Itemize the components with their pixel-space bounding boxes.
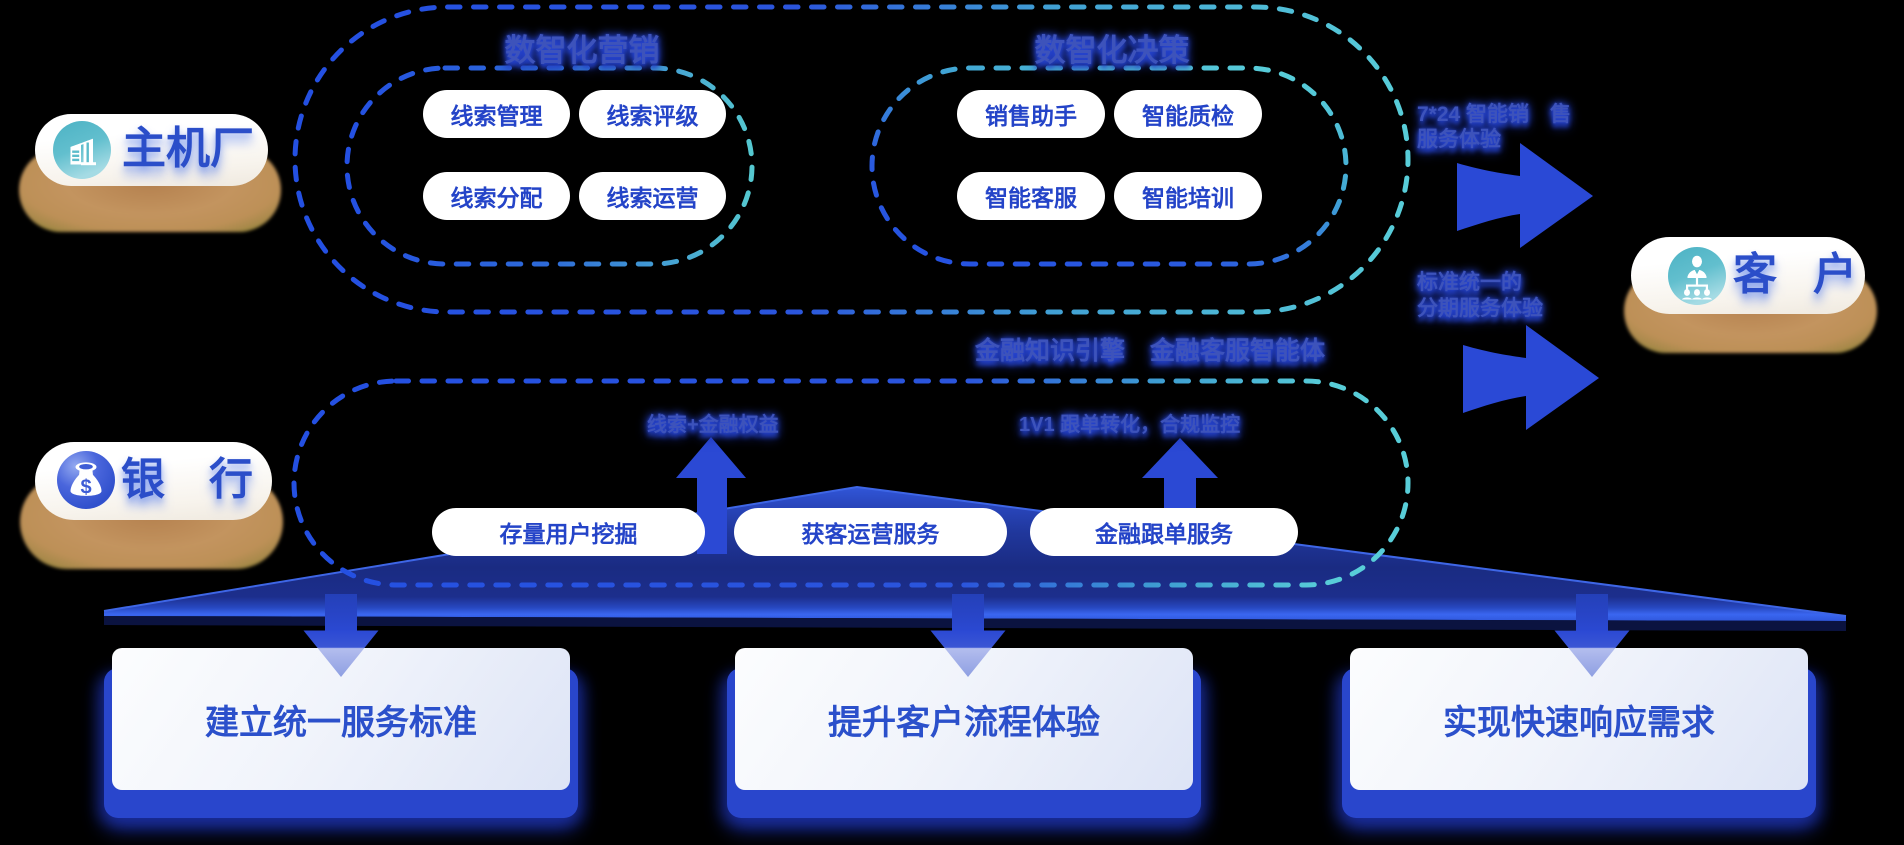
svg-text:$: $ bbox=[80, 477, 91, 499]
